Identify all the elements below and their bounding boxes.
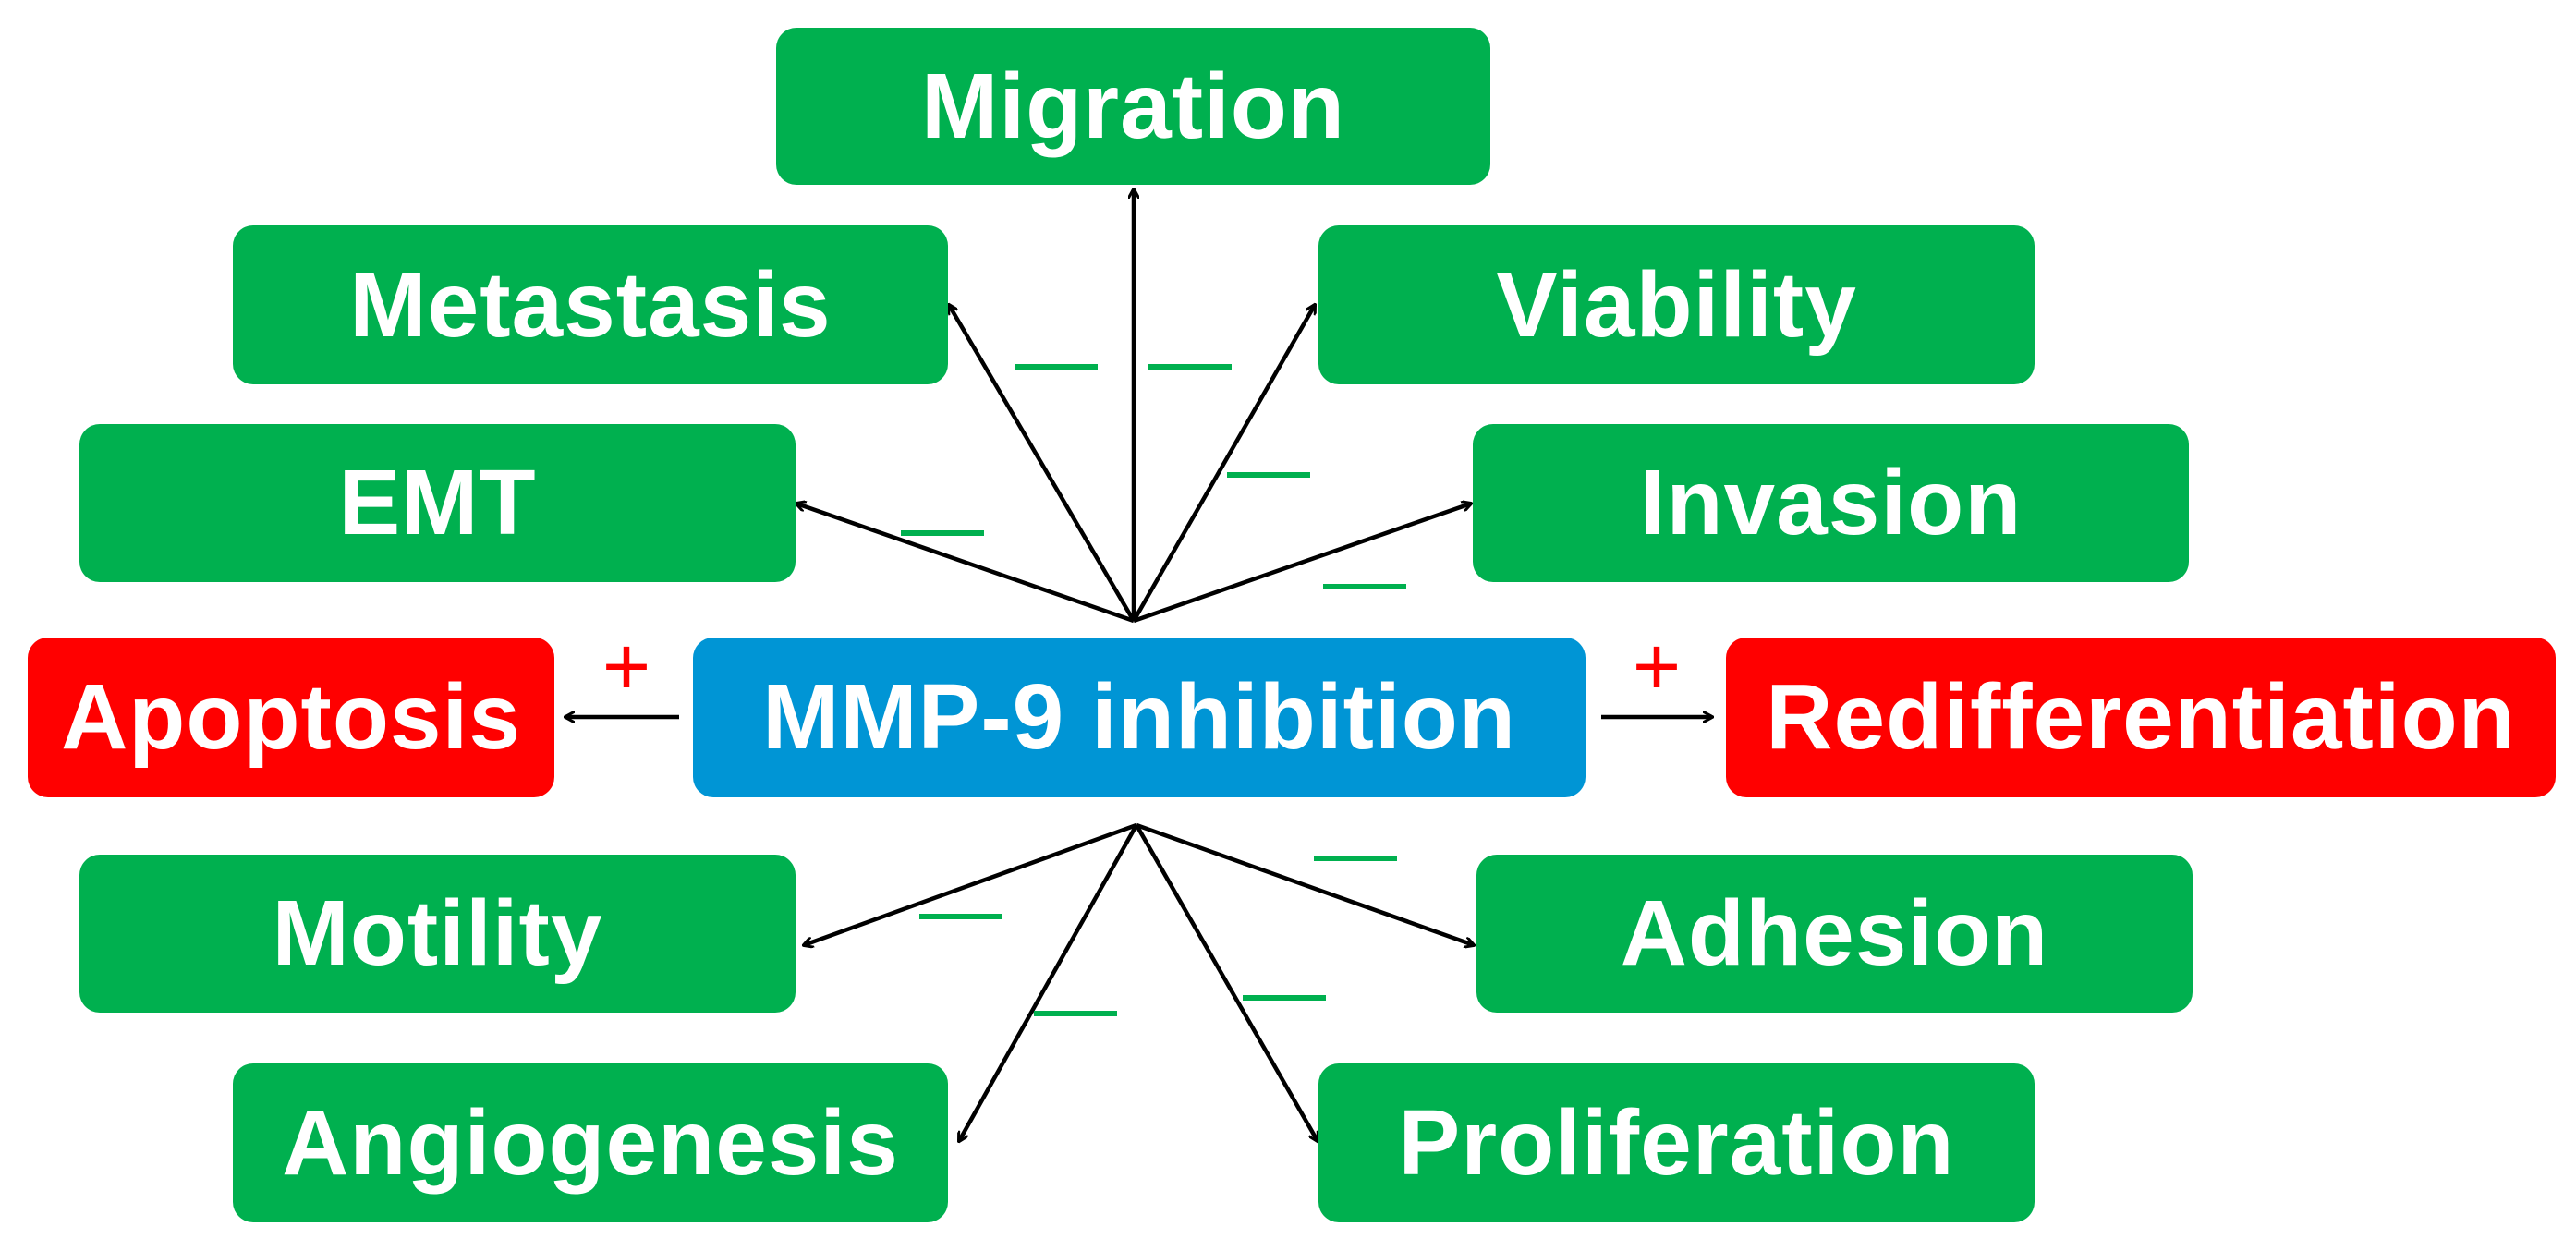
proliferation-label: Proliferation	[1398, 1090, 1955, 1195]
viability-box: Viability	[1318, 225, 2035, 384]
arrow-to-viability	[1132, 305, 1315, 623]
migration-box: Migration	[776, 28, 1490, 185]
decrease-sign: —	[1227, 422, 1310, 515]
migration-label: Migration	[921, 54, 1345, 158]
arrow-to-angiogenesis	[959, 823, 1138, 1141]
adhesion-label: Adhesion	[1620, 881, 2049, 985]
motility-label: Motility	[272, 881, 603, 985]
decrease-sign: —	[1314, 806, 1397, 898]
decrease-sign: —	[919, 864, 1002, 956]
increase-sign: +	[602, 621, 651, 713]
redifferentiation-label: Redifferentiation	[1766, 665, 2516, 769]
angiogenesis-box: Angiogenesis	[233, 1063, 948, 1222]
arrow-to-proliferation	[1135, 823, 1318, 1141]
decrease-sign: —	[1323, 534, 1406, 626]
redifferentiation-box: Redifferentiation	[1726, 638, 2556, 797]
arrow-to-adhesion	[1136, 822, 1474, 945]
emt-label: EMT	[338, 451, 537, 554]
apoptosis-box: Apoptosis	[28, 638, 554, 797]
motility-box: Motility	[79, 855, 796, 1013]
metastasis-box: Metastasis	[233, 225, 948, 384]
invasion-box: Invasion	[1473, 424, 2189, 582]
increase-sign: +	[1633, 621, 1682, 713]
adhesion-box: Adhesion	[1476, 855, 2193, 1013]
angiogenesis-label: Angiogenesis	[282, 1090, 899, 1195]
proliferation-box: Proliferation	[1318, 1063, 2035, 1222]
decrease-sign: —	[1015, 314, 1098, 407]
invasion-label: Invasion	[1639, 451, 2023, 554]
decrease-sign: —	[1243, 945, 1326, 1038]
arrow-to-motility	[804, 822, 1137, 945]
apoptosis-label: Apoptosis	[61, 665, 521, 769]
center-node-box: MMP-9 inhibition	[693, 638, 1586, 797]
arrow-to-invasion	[1133, 504, 1471, 624]
arrow-to-emt	[796, 504, 1135, 624]
decrease-sign: —	[901, 480, 984, 573]
center-node-label: MMP-9 inhibition	[762, 665, 1516, 769]
arrow-to-metastasis	[949, 305, 1136, 623]
emt-box: EMT	[79, 424, 796, 582]
metastasis-label: Metastasis	[349, 252, 832, 357]
decrease-sign: —	[1034, 961, 1117, 1053]
viability-label: Viability	[1496, 252, 1857, 357]
decrease-sign: —	[1148, 314, 1232, 407]
